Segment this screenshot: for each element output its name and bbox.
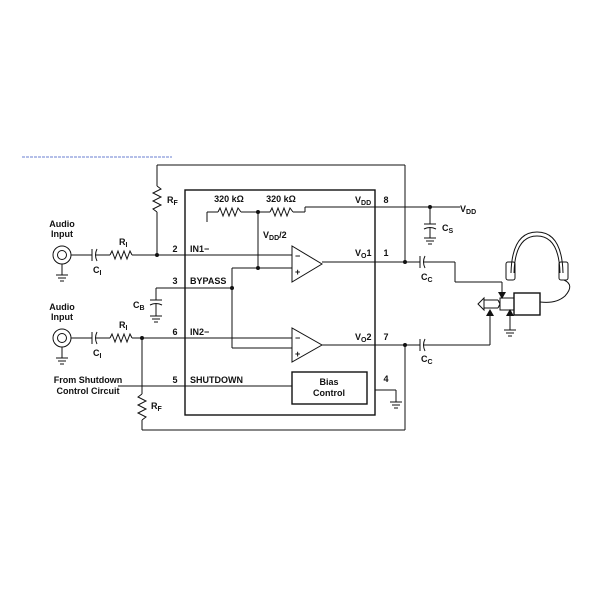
vo1-label: VO1 <box>355 248 371 260</box>
ri-bottom-resistor <box>109 332 133 344</box>
headphone-plug <box>477 292 541 337</box>
vdd-half-label: VDD/2 <box>263 230 287 242</box>
cc-bottom-capacitor <box>419 338 426 352</box>
cb-label: CB <box>133 300 145 312</box>
from-shutdown-line2: Control Circuit <box>57 386 120 396</box>
res-320k-left <box>217 206 242 218</box>
audio-jack-2 <box>52 328 72 365</box>
cc-top-capacitor <box>419 255 426 269</box>
res-320k-left-label: 320 kΩ <box>214 194 244 204</box>
from-shutdown-line1: From Shutdown <box>54 375 123 385</box>
ci-top-capacitor <box>91 248 98 262</box>
headphones-icon <box>505 231 571 303</box>
res-320k-right <box>269 206 294 218</box>
opamp-2-minus: − <box>295 333 300 343</box>
pin-6: 6 <box>172 327 177 337</box>
audio-jack-1 <box>52 245 72 282</box>
ri-top-label: RI <box>119 237 128 249</box>
cc-top-label: CC <box>421 272 433 284</box>
pin-8: 8 <box>383 195 388 205</box>
cs-capacitor <box>423 207 437 245</box>
opamp-1 <box>291 245 323 283</box>
bias-control-line1: Bias <box>319 377 338 387</box>
opamp-1-minus: − <box>295 251 300 261</box>
pin-1: 1 <box>383 248 388 258</box>
bypass-label: BYPASS <box>190 276 226 286</box>
pin-4: 4 <box>383 374 388 384</box>
pin-2: 2 <box>172 244 177 254</box>
cb-capacitor <box>149 288 163 323</box>
opamp-2-plus: + <box>295 349 300 359</box>
rf-top-label: RF <box>167 195 179 207</box>
ci-bottom-label: CI <box>93 348 102 360</box>
bias-control-block <box>291 371 368 405</box>
vdd-external-label: VDD <box>460 204 476 216</box>
audio-input-2-line1: Audio <box>49 302 75 312</box>
cs-label: CS <box>442 223 454 235</box>
ci-top-label: CI <box>93 265 102 277</box>
ri-top-resistor <box>109 249 133 261</box>
rf-bottom-label: RF <box>151 401 163 413</box>
cc-bottom-label: CC <box>421 354 433 366</box>
in1-label: IN1− <box>190 244 209 254</box>
ri-bottom-label: RI <box>119 320 128 332</box>
ic-package <box>184 189 376 416</box>
audio-input-1-line1: Audio <box>49 219 75 229</box>
opamp-2 <box>291 327 324 363</box>
audio-input-1-line2: Input <box>51 229 73 239</box>
vdd-internal-label: VDD <box>355 195 371 207</box>
rf-bottom-resistor <box>136 393 148 421</box>
ci-bottom-capacitor <box>91 331 98 345</box>
res-320k-right-label: 320 kΩ <box>266 194 296 204</box>
pin-3: 3 <box>172 276 177 286</box>
shutdown-label: SHUTDOWN <box>190 375 243 385</box>
pin-5: 5 <box>172 375 177 385</box>
opamp-1-plus: + <box>295 267 300 277</box>
pin-7: 7 <box>383 332 388 342</box>
in2-label: IN2− <box>190 327 209 337</box>
bias-control-line2: Control <box>313 388 345 398</box>
vo2-label: VO2 <box>355 332 371 344</box>
rf-top-resistor <box>151 185 163 213</box>
audio-input-2-line2: Input <box>51 312 73 322</box>
